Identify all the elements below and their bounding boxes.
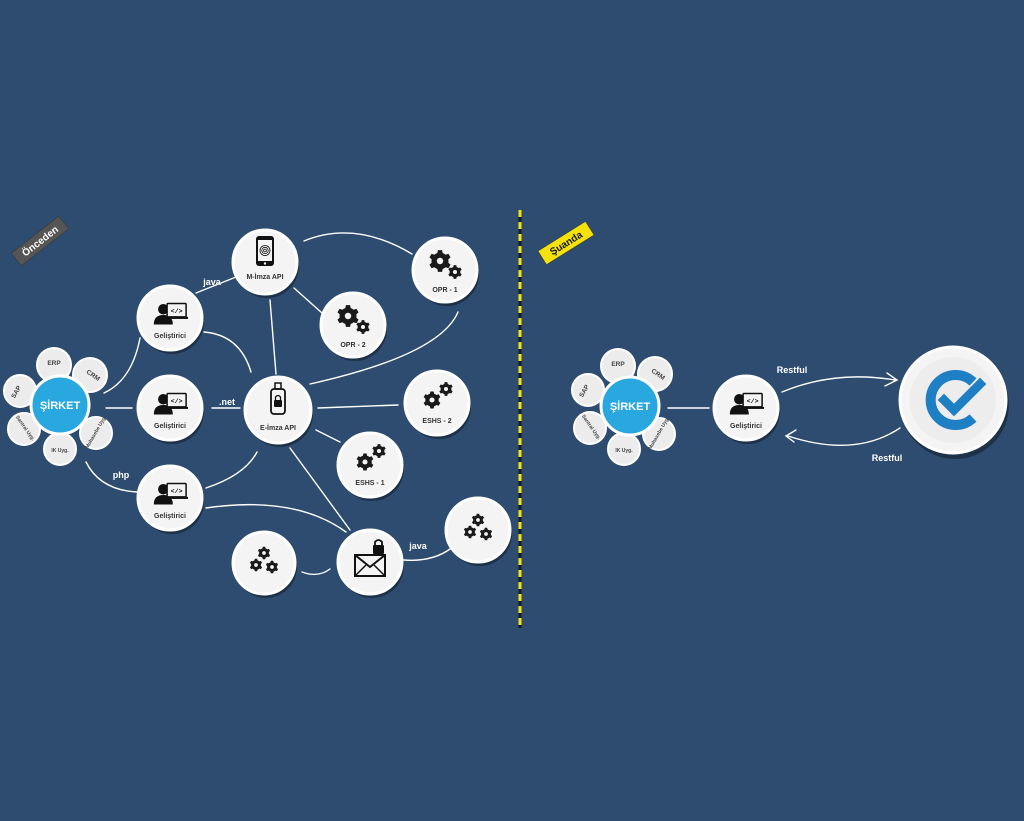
conn-eimza-opr1 [309,311,459,385]
connections-before [85,232,459,576]
edge-label-restful-top: Restful [777,365,808,375]
app-petal-ik: IK Uyg. [43,432,77,466]
sirket-core-before [29,374,91,436]
eshs2-node: ESHS - 2 [403,369,471,439]
conn-dev3-eimza [205,451,258,489]
conn-mimza-eimza [269,299,277,375]
tag-onceden-label: Önceden [19,223,61,260]
edge-label-java-bottom: java [408,541,428,551]
brand-check-icon [925,370,987,430]
developer-label: Geliştirici [154,513,186,520]
svg-text:ERP: ERP [47,360,61,367]
app-petal-erp: ERP [36,347,72,383]
app-petal-muhasebe: Muhasebe Uyg. [79,415,113,450]
eimza-api-label: E-İmza API [260,424,296,432]
secure-mail-node [336,528,404,598]
tag-suanda: Şuanda [537,221,595,265]
brand-logo-node [898,345,1009,459]
usb-token-lock-icon [270,382,286,415]
developer-node-2: Geliştirici [136,374,204,444]
opr1-node: OPR - 1 [411,236,479,306]
developer-node-3: Geliştirici [136,464,204,534]
app-petal-ik: IK Uyg. [607,432,641,466]
svg-text:IK Uyg.: IK Uyg. [615,448,633,454]
opr2-node: OPR - 2 [319,291,387,361]
conn-mimza-opr2 [293,287,323,314]
conn-dev1-mimza [195,276,237,294]
conn-now-logo-dev [787,427,901,446]
conn-eimza-eshs2 [317,404,399,409]
conn-eimza-eshs1 [315,429,341,443]
opr1-label: OPR - 1 [432,287,457,294]
mobile-fingerprint-icon [256,236,274,266]
sirket-cluster-before: ERP CRM Muhasebe Uyg. IK Uyg. Santral Uy… [3,347,113,466]
app-petal-santral: Santral Uyg. [573,411,607,445]
svg-text:ERP: ERP [611,361,625,368]
edge-label-java-top: java [202,277,222,287]
svg-text:IK Uyg.: IK Uyg. [51,448,69,454]
app-petal-sap: SAP [571,373,605,407]
opr2-label: OPR - 2 [340,342,365,349]
connections-now [667,372,901,446]
app-petal-sap: SAP [3,374,37,408]
gear-service-node-left [231,530,297,598]
conn-mimza-opr1 [303,232,413,255]
mimza-api-label: M-İmza API [246,273,283,281]
sirket-cluster-now: ERP CRM Muhasebe Uyg. IK Uyg. Santral Uy… [571,348,676,466]
eshs2-label: ESHS - 2 [422,418,451,425]
conn-eimza-mail [289,447,351,531]
locked-envelope-icon [354,539,386,577]
sirket-core-now [599,375,661,437]
app-petal-santral: Santral Uyg. [7,412,41,446]
developer-label: Geliştirici [154,333,186,340]
conn-sirket-dev3 [85,461,138,493]
tag-onceden: Önceden [11,215,69,267]
conn-dev3-mail [205,503,347,533]
edge-label-php: php [113,470,130,480]
mimza-api-node: M-İmza API [231,228,299,298]
conn-dev1-eimza [203,331,252,373]
edge-label-restful-bottom: Restful [872,453,903,463]
edge-label-net: .net [219,397,235,407]
sirket-label-now: ŞİRKET [610,400,651,413]
developer-label: Geliştirici [154,423,186,430]
conn-mail-gear [403,548,451,561]
conn-gear-mail [301,568,331,576]
eshs1-label: ESHS - 1 [355,480,384,487]
eimza-api-node: E-İmza API [243,375,313,447]
conn-sirket-dev1 [103,337,141,394]
developer-node-now: Geliştirici [712,374,780,444]
gear-service-node-right [444,496,512,566]
sirket-label-before: ŞİRKET [40,399,81,412]
developer-label: Geliştirici [730,423,762,430]
eshs1-node: ESHS - 1 [336,431,404,501]
developer-node-1: Geliştirici [136,284,204,354]
conn-now-dev-logo [781,376,896,393]
